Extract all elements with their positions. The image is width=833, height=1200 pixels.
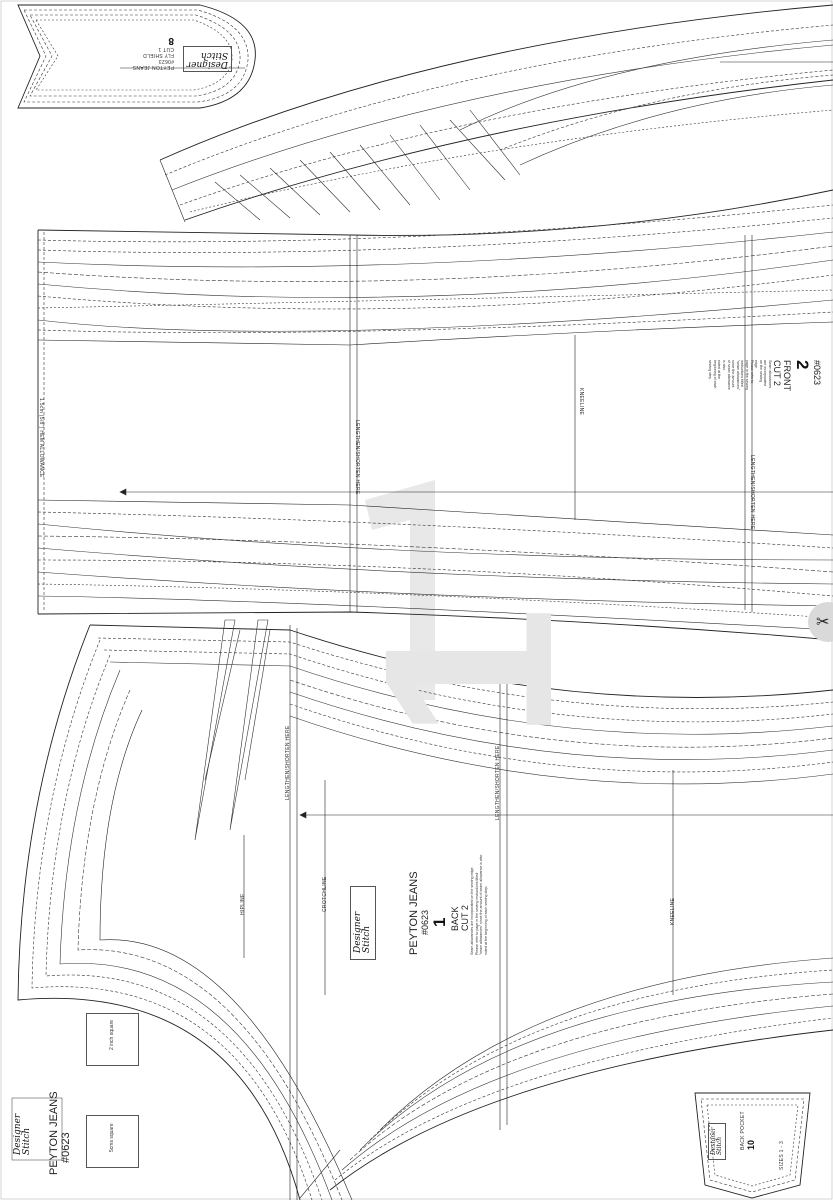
legend-style: #0623 (60, 1132, 72, 1163)
back-knee-label: KNEELINE (670, 897, 676, 925)
front-lengthen-label-2: LENGTHEN/SHORTEN HERE (749, 455, 755, 530)
back-brand-logo: Designer Stitch (350, 886, 376, 960)
test-square-2in: 2 inch square (86, 1013, 139, 1066)
back-pocket-number: 10 (746, 1139, 756, 1150)
back-note: Seam allowances are incorporated on the … (470, 854, 488, 955)
back-hip-label: HIPLINE (240, 893, 246, 915)
test-square-5cm: 5cms square (86, 1115, 139, 1168)
legend-brand-logo: Designer Stitch (13, 1113, 32, 1155)
front-style: #0623 (812, 360, 822, 386)
fly-shield-name: FLY SHIELD (142, 52, 174, 58)
front-top-edge (37, 189, 833, 236)
front-cut: CUT 2 (772, 360, 782, 386)
front-name: FRONT (782, 360, 792, 391)
back-title: PEYTON JEANS (408, 871, 420, 955)
front-knee-label: KNEELINE (578, 388, 584, 416)
fly-shield-title: PEYTON JEANS (132, 64, 174, 70)
fly-shield-number: 8 (168, 35, 174, 46)
back-crotch-label: CROTCHLINE (322, 876, 328, 912)
legend-title-block: PEYTON JEANS #0623 (48, 1091, 72, 1175)
back-top-edge (89, 624, 833, 698)
back-label-block: PEYTON JEANS #0623 1 BACK CUT 2 Seam all… (408, 855, 488, 955)
watermark-shape (365, 480, 435, 700)
back-pocket-label-block: BACK POCKET 10 (740, 1111, 756, 1150)
back-lengthen-label-1: LENGTHEN/SHORTEN HERE (285, 725, 291, 800)
back-number: 1 (430, 917, 449, 927)
fly-shield-outline (17, 4, 256, 109)
front-number: 2 (793, 360, 812, 370)
back-cut: CUT 2 (460, 905, 470, 931)
scissor-icon: ✂ (816, 614, 830, 631)
back-name: BACK (450, 906, 460, 931)
waistband-top-edge (159, 4, 833, 161)
fly-shield-brand-logo: Designer Stitch (182, 46, 232, 72)
front-label-block: #0623 2 FRONT CUT 2 Seam allowances are … (708, 360, 822, 391)
scissor-mark: ✂ (808, 602, 833, 642)
back-crotch-curve (17, 624, 301, 1200)
back-pocket-outline (694, 1092, 811, 1199)
front-lengthen-label-1: LENGTHEN/SHORTEN HERE (354, 420, 360, 495)
back-pocket-brand-logo: Designer Stitch (708, 1122, 726, 1160)
back-lengthen-label-2: LENGTHEN/SHORTEN HERE (495, 745, 501, 820)
back-pocket-sizes: SIZES 1 - 3 (779, 1140, 785, 1170)
front-note: Seam allowances are incorporated on the … (708, 360, 772, 391)
front-hem-allowance-label: 1.5cm (5/8") HEM ALLOWANCE (38, 398, 44, 478)
fly-shield-label-block: PEYTON JEANS #0623 FLY SHIELD CUT 1 8 (132, 35, 174, 70)
legend-title: PEYTON JEANS (48, 1091, 60, 1175)
back-style: #0623 (420, 909, 430, 935)
page-watermark-number: 1 (334, 606, 602, 740)
